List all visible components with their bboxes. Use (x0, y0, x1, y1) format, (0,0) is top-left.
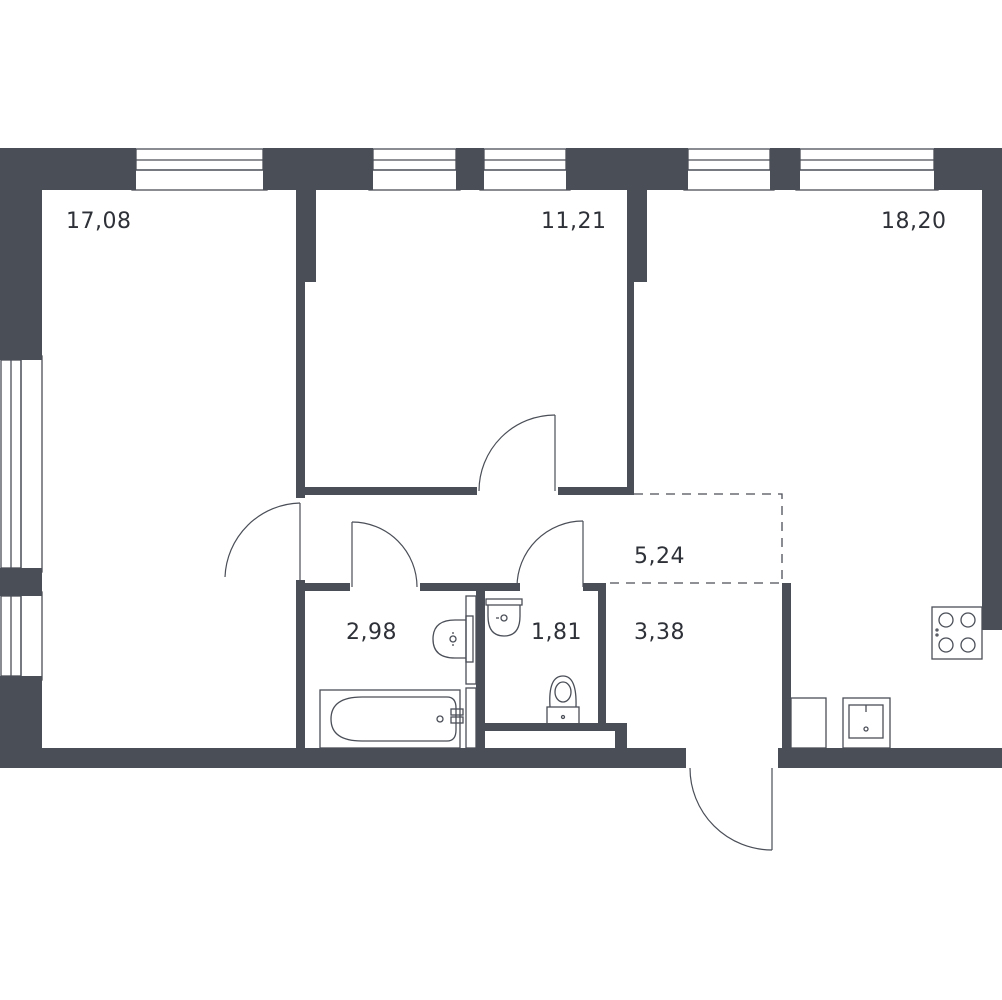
wall-bath-wc (476, 583, 485, 748)
wall-room-middle-right (627, 282, 634, 494)
wall-left-mid (0, 568, 42, 596)
outer-walls (0, 148, 1002, 768)
wall-pier-right (627, 190, 647, 282)
washbasin-toilet (485, 598, 523, 637)
wall-bath-top-b (420, 583, 520, 591)
window-top-2 (368, 148, 461, 191)
door-room-left (224, 502, 301, 580)
wall-left-upper (0, 148, 42, 360)
wall-pier-left (296, 190, 316, 282)
area-label-entrance: 3,38 (634, 620, 685, 645)
door-entrance (689, 767, 773, 851)
wall-room-middle-bottom-b (558, 487, 634, 495)
window-top-3 (479, 148, 571, 191)
wall-wc-corner (615, 723, 627, 748)
utility-shaft (790, 697, 827, 749)
wall-bath-thin-b (465, 687, 477, 749)
wall-top-4 (566, 148, 688, 190)
wall-top-5 (770, 148, 800, 190)
area-label-bathroom: 2,98 (346, 620, 397, 645)
door-toilet (516, 520, 584, 588)
wall-top-2 (263, 148, 373, 190)
area-label-room-right: 18,20 (881, 209, 947, 234)
wall-bath-left (296, 580, 305, 748)
toilet-bowl (546, 675, 580, 725)
wall-entry-right (782, 583, 791, 748)
window-top-4 (683, 148, 775, 191)
wall-bath-top-a (296, 583, 350, 591)
kitchen-sink (842, 697, 891, 749)
wall-wc-top-right (583, 583, 605, 591)
window-left-1 (0, 355, 43, 573)
area-label-hallway: 5,24 (634, 544, 685, 569)
window-top-5 (795, 148, 939, 191)
wall-bottom-left (0, 748, 686, 768)
washbasin-bathroom (432, 615, 474, 663)
area-label-room-left: 17,08 (66, 209, 132, 234)
door-room-middle (478, 414, 556, 492)
stove (931, 606, 983, 660)
wall-room-left-right (296, 282, 305, 498)
windows (0, 148, 939, 681)
hallway-boundary (606, 493, 783, 584)
wall-right (982, 148, 1002, 630)
wall-wc-bottom (485, 723, 615, 731)
area-label-toilet: 1,81 (531, 620, 582, 645)
area-label-room-middle: 11,21 (541, 209, 607, 234)
wall-bottom-right (778, 748, 1002, 768)
interior-walls (296, 190, 791, 749)
wall-top-3 (456, 148, 484, 190)
doors (224, 414, 773, 851)
wall-wc-right (598, 583, 606, 723)
wall-room-middle-bottom-a (305, 487, 477, 495)
window-left-2 (0, 591, 43, 681)
window-top-1 (131, 148, 268, 191)
wall-bath-thin-a (465, 595, 477, 685)
door-bathroom (351, 521, 418, 588)
bathtub (319, 689, 464, 749)
